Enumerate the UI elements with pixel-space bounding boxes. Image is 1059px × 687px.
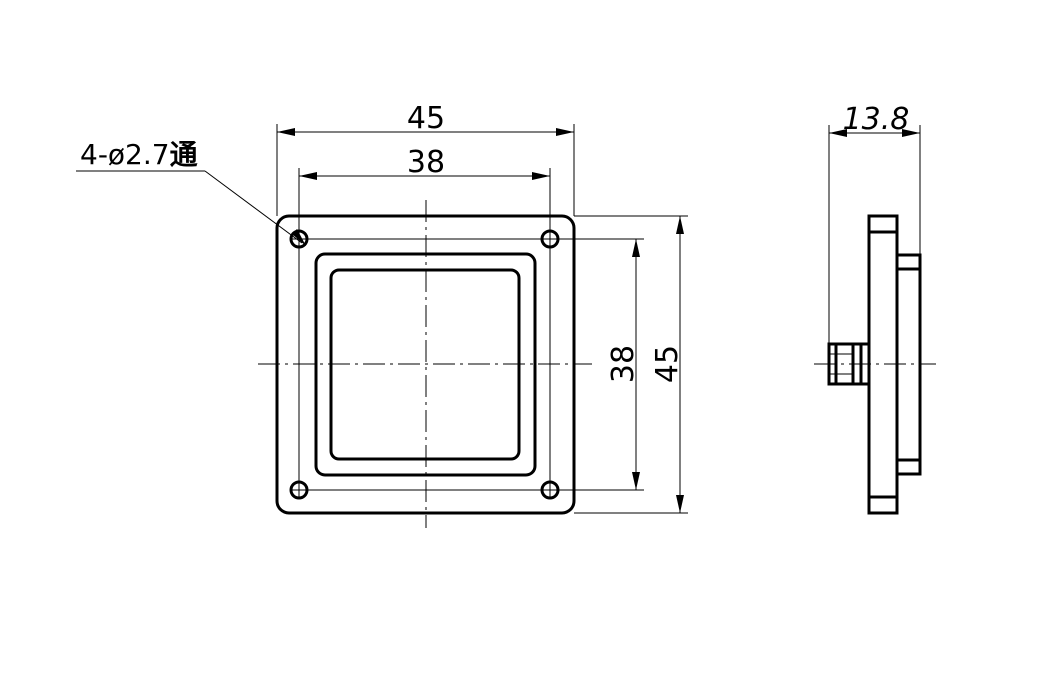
dimension-front-outer-width: 45 [276,101,575,216]
dimension-front-outer-height: 45 [574,215,688,514]
dimension-side-depth: 13.8 [828,102,921,344]
dimension-label-45-height: 45 [650,345,685,383]
hole-callout-spec: 4-ø2.7 [80,138,170,171]
hole-callout-label: 4-ø2.7通 [80,138,198,171]
dimension-front-inner-height: 38 [550,238,644,491]
front-view [258,200,592,528]
dimension-label-38-height: 38 [606,345,641,383]
side-view [814,214,936,515]
dimension-label-13-8: 13.8 [843,102,910,137]
hole-callout-through: 通 [170,138,198,171]
dimension-label-45-width: 45 [407,101,445,136]
dimension-label-38-width: 38 [407,145,445,180]
dimension-front-inner-width: 38 [298,145,551,239]
hole-callout: 4-ø2.7通 [76,138,306,246]
